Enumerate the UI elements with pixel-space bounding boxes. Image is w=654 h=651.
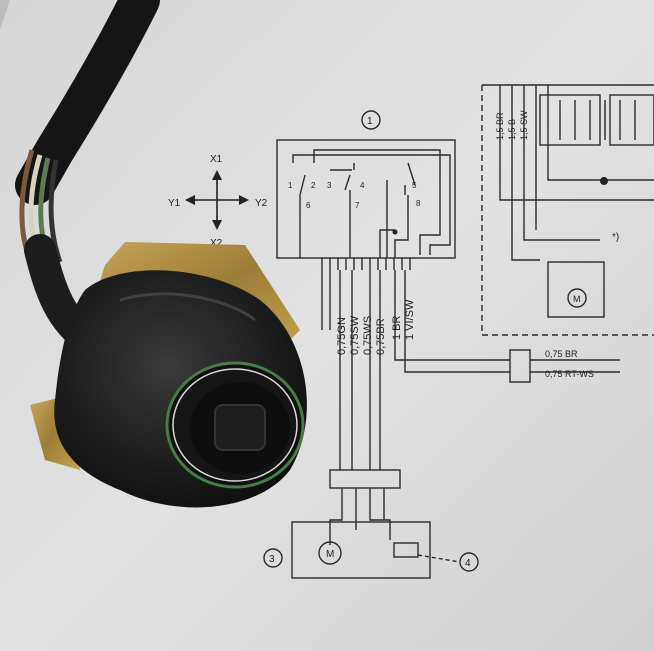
arrow-down-icon bbox=[212, 220, 222, 230]
direction-cross bbox=[185, 170, 249, 230]
body-highlight bbox=[119, 292, 256, 322]
terminal-3: 3 bbox=[327, 181, 332, 190]
wire-label-visw: 1 VI/SW bbox=[404, 299, 416, 340]
right-wiring bbox=[499, 85, 654, 261]
arrow-left-icon bbox=[185, 195, 195, 205]
wiring-diagram bbox=[263, 84, 654, 579]
right-wire-label-br: 0,75 BR bbox=[545, 349, 578, 359]
right-relay-2 bbox=[609, 94, 654, 146]
terminal-5: 5 bbox=[412, 181, 417, 190]
x1-label: X1 bbox=[210, 154, 223, 165]
bottom-connector bbox=[329, 469, 401, 489]
motor-wires bbox=[329, 488, 391, 545]
terminal-1: 1 bbox=[288, 181, 293, 190]
motor-box bbox=[291, 521, 431, 579]
arrow-right-icon bbox=[239, 195, 249, 205]
right-motor-box bbox=[547, 261, 605, 318]
junction-dot bbox=[600, 177, 608, 185]
cable-jacket bbox=[15, 0, 160, 205]
callout-4-label: 4 bbox=[465, 558, 471, 569]
y1-label: Y1 bbox=[168, 198, 181, 209]
right-connector bbox=[509, 349, 531, 383]
callout-1-label: 1 bbox=[367, 116, 373, 127]
harness-wires bbox=[321, 270, 510, 470]
switch-contacts bbox=[292, 149, 451, 258]
wire-label-sw: 0,75SW bbox=[349, 315, 361, 355]
motor-symbol bbox=[318, 541, 342, 565]
x2-label: X2 bbox=[210, 238, 223, 249]
right-motor-symbol bbox=[567, 288, 587, 308]
right-wire-label-rtws: 0,75 RT-WS bbox=[545, 369, 594, 379]
top-wire-label-15br: 1,5 BR bbox=[495, 112, 505, 140]
wire-label-1br: 1 BR bbox=[391, 315, 403, 340]
terminal-2: 2 bbox=[311, 181, 316, 190]
top-wire-label-15sw: 1,5 SW bbox=[519, 110, 529, 140]
callout-4-leader bbox=[417, 554, 461, 563]
right-relay-1 bbox=[539, 94, 601, 146]
right-wires bbox=[530, 359, 620, 373]
wire-label-gn: 0,75GN bbox=[336, 317, 348, 355]
junction-dot-small bbox=[392, 229, 398, 235]
terminal-7: 7 bbox=[355, 201, 360, 210]
switch-box bbox=[276, 139, 456, 259]
right-motor-letter: M bbox=[573, 294, 581, 304]
top-wire-label-15b: 1,5 B bbox=[507, 119, 517, 140]
knob-grip bbox=[214, 404, 266, 451]
callout-3-circle bbox=[263, 548, 283, 568]
terminal-6: 6 bbox=[306, 201, 311, 210]
callout-1-circle bbox=[361, 110, 381, 130]
right-dashed-frame bbox=[481, 85, 654, 336]
y2-label: Y2 bbox=[255, 198, 268, 209]
wire-label-br: 0,75BR bbox=[375, 318, 387, 355]
relay-coil bbox=[393, 542, 419, 558]
callout-3-label: 3 bbox=[269, 554, 275, 565]
connector-pins-top bbox=[321, 258, 411, 270]
terminal-8: 8 bbox=[416, 199, 421, 208]
arrow-up-icon bbox=[212, 170, 222, 180]
terminal-4: 4 bbox=[360, 181, 365, 190]
note-mark: *) bbox=[612, 232, 619, 243]
wire-label-ws: 0,75WS bbox=[362, 316, 374, 355]
motor-letter: M bbox=[326, 549, 334, 560]
